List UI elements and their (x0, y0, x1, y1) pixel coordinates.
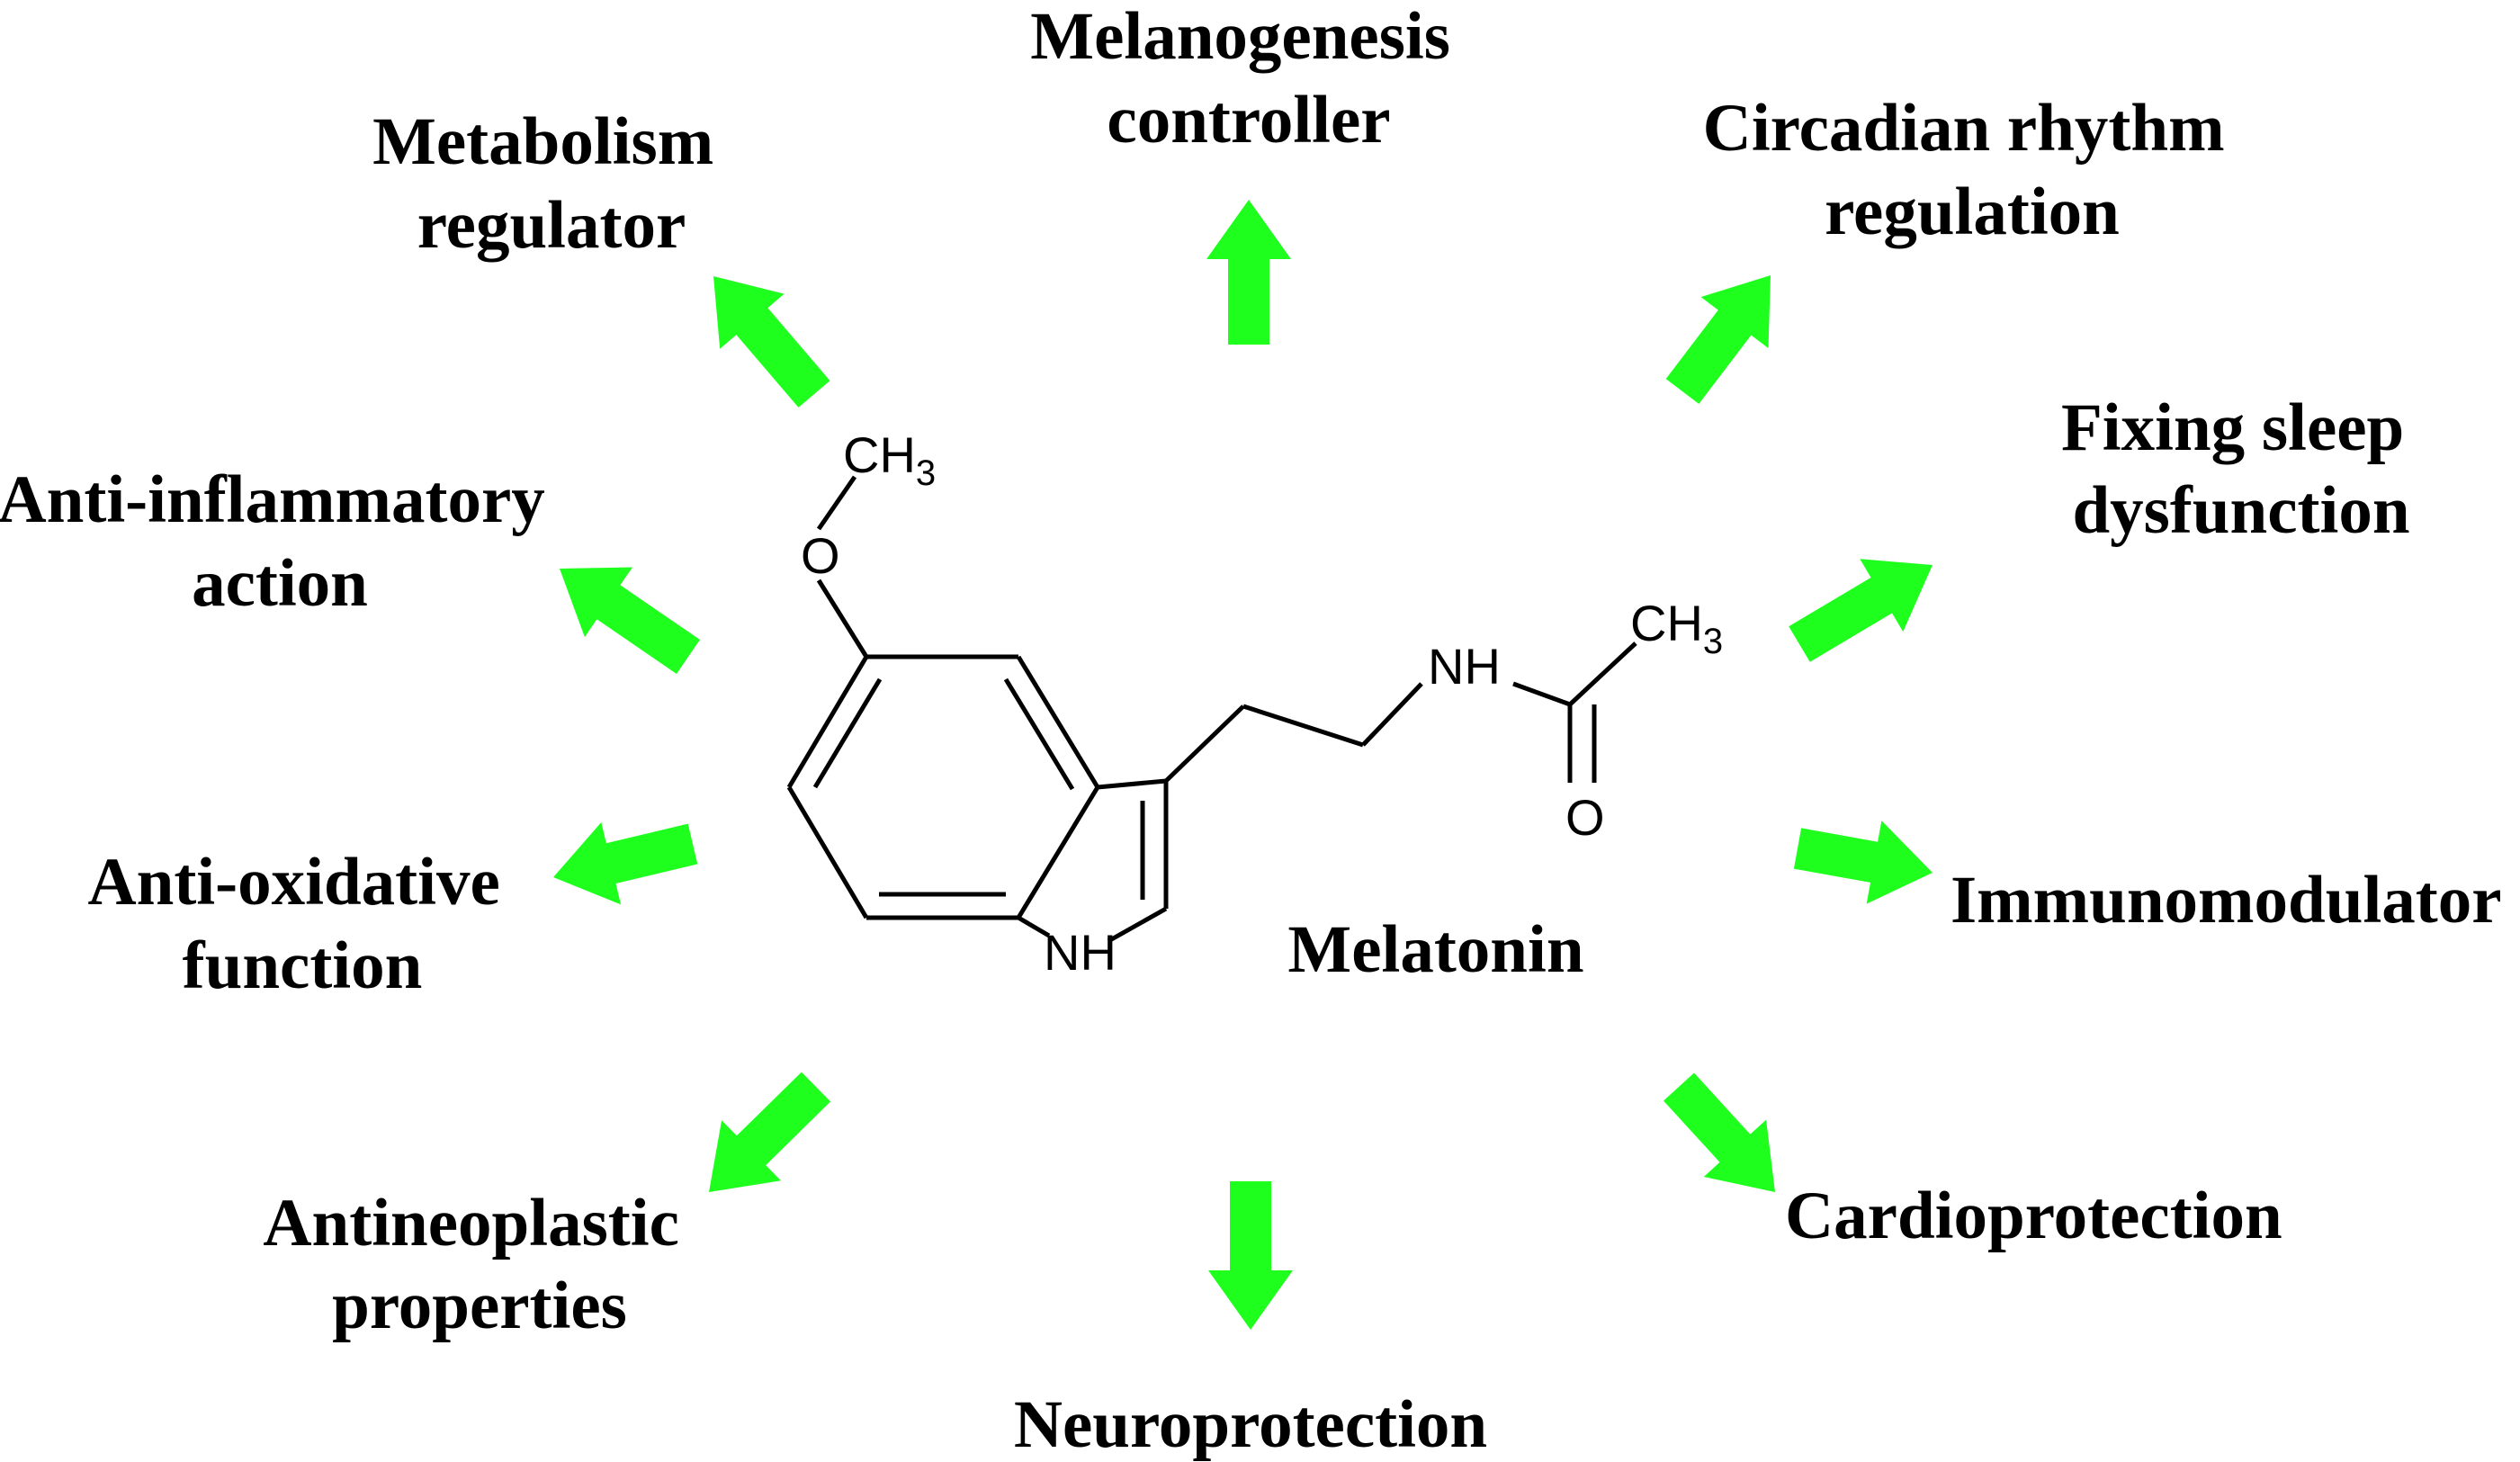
atom-methyl-top-symbol: CH (843, 426, 916, 483)
atom-methyl-right: CH3 (1630, 595, 1723, 661)
label-melanogenesis-line2: controller (1107, 83, 1390, 157)
bond-n1-c7a (1017, 915, 1051, 938)
atom-carbonyl-oxygen: O (1565, 789, 1605, 846)
bond-c2-n1 (1107, 906, 1168, 944)
atom-methyl-top: CH3 (843, 426, 936, 493)
arrow-neuro (1208, 1181, 1293, 1330)
label-melanogenesis-line1: Melanogenesis (1030, 0, 1450, 74)
label-antioxidative-line1: Anti-oxidative (87, 845, 499, 919)
arrow-melanogenesis (1206, 200, 1291, 345)
label-melanogenesis: Melanogenesis controller (1030, 0, 1466, 157)
bond-carbonyl-ch3 (1568, 641, 1637, 706)
label-antineoplastic: Antineoplastic properties (263, 1186, 695, 1343)
atom-methyl-right-symbol: CH (1630, 595, 1703, 651)
bond-ch2b-nh (1361, 682, 1423, 747)
label-immunomodulator-line1: Immunomodulator (1951, 863, 2502, 937)
label-circadian-line1: Circadian rhythm (1703, 91, 2225, 166)
arrow-circadian (1665, 275, 1771, 404)
arrow-antineoplastic (709, 1072, 831, 1192)
label-antineoplastic-line2: properties (332, 1269, 627, 1343)
melatonin-structure: CH3 O NH CH3 O NH Melatonin (786, 426, 1723, 987)
atom-oxygen-ether: O (801, 527, 840, 584)
label-sleep: Fixing sleep dysfunction (2061, 390, 2421, 548)
atom-amide-nh: NH (1428, 638, 1501, 695)
atom-methyl-right-subscript: 3 (1703, 622, 1723, 661)
bond-c4-c3a-inner (1003, 677, 1075, 791)
label-antiinflammatory-line1: Anti-inflammatory (0, 462, 545, 537)
atom-methyl-top-subscript: 3 (916, 453, 936, 493)
molecule-name: Melatonin (1287, 912, 1583, 987)
atom-indole-nh: NH (1044, 924, 1117, 981)
label-antiinflammatory-line2: action (192, 546, 368, 621)
label-sleep-line2: dysfunction (2072, 473, 2409, 548)
bond-c6-c5-inner (812, 677, 883, 789)
bond-c3-ch2a (1164, 704, 1245, 783)
label-metabolism: Metabolism regulator (372, 104, 731, 263)
bond-ch3-o (816, 475, 857, 531)
arrows-group (553, 200, 1933, 1330)
label-metabolism-line1: Metabolism (372, 104, 713, 179)
label-cardioprotection-line1: Cardioprotection (1785, 1179, 2282, 1253)
bond-nh-carbonyl (1512, 681, 1571, 707)
label-antiinflammatory: Anti-inflammatory action (0, 462, 562, 621)
label-immunomodulator: Immunomodulator (1951, 863, 2502, 937)
label-circadian: Circadian rhythm regulation (1703, 91, 2242, 249)
label-circadian-line2: regulation (1825, 175, 2120, 249)
bond-c4-c3a (1016, 655, 1100, 789)
bond-o-ring (816, 579, 869, 659)
arrow-immuno (1793, 821, 1933, 904)
arrow-cardio (1664, 1072, 1775, 1192)
label-antineoplastic-line1: Antineoplastic (263, 1186, 679, 1260)
bond-c3a-c3 (1097, 778, 1167, 790)
label-cardioprotection: Cardioprotection (1785, 1179, 2282, 1253)
bond-c7-c6 (786, 785, 869, 919)
label-neuroprotection: Neuroprotection (1014, 1387, 1487, 1462)
arrow-metabolism (713, 276, 830, 408)
bond-ch2a-ch2b (1242, 704, 1364, 748)
label-antioxidative: Anti-oxidative function (87, 845, 516, 1003)
arrow-antiinflammatory (560, 567, 700, 674)
label-metabolism-line2: regulator (417, 188, 686, 263)
label-sleep-line1: Fixing sleep (2061, 390, 2404, 465)
arrow-antioxidative (553, 822, 698, 905)
bond-c6-c5 (786, 655, 869, 789)
label-neuroprotection-line1: Neuroprotection (1014, 1387, 1487, 1462)
bond-c3a-c7a (1016, 785, 1100, 919)
arrow-sleep (1789, 559, 1933, 662)
label-antioxidative-line2: function (183, 928, 423, 1003)
